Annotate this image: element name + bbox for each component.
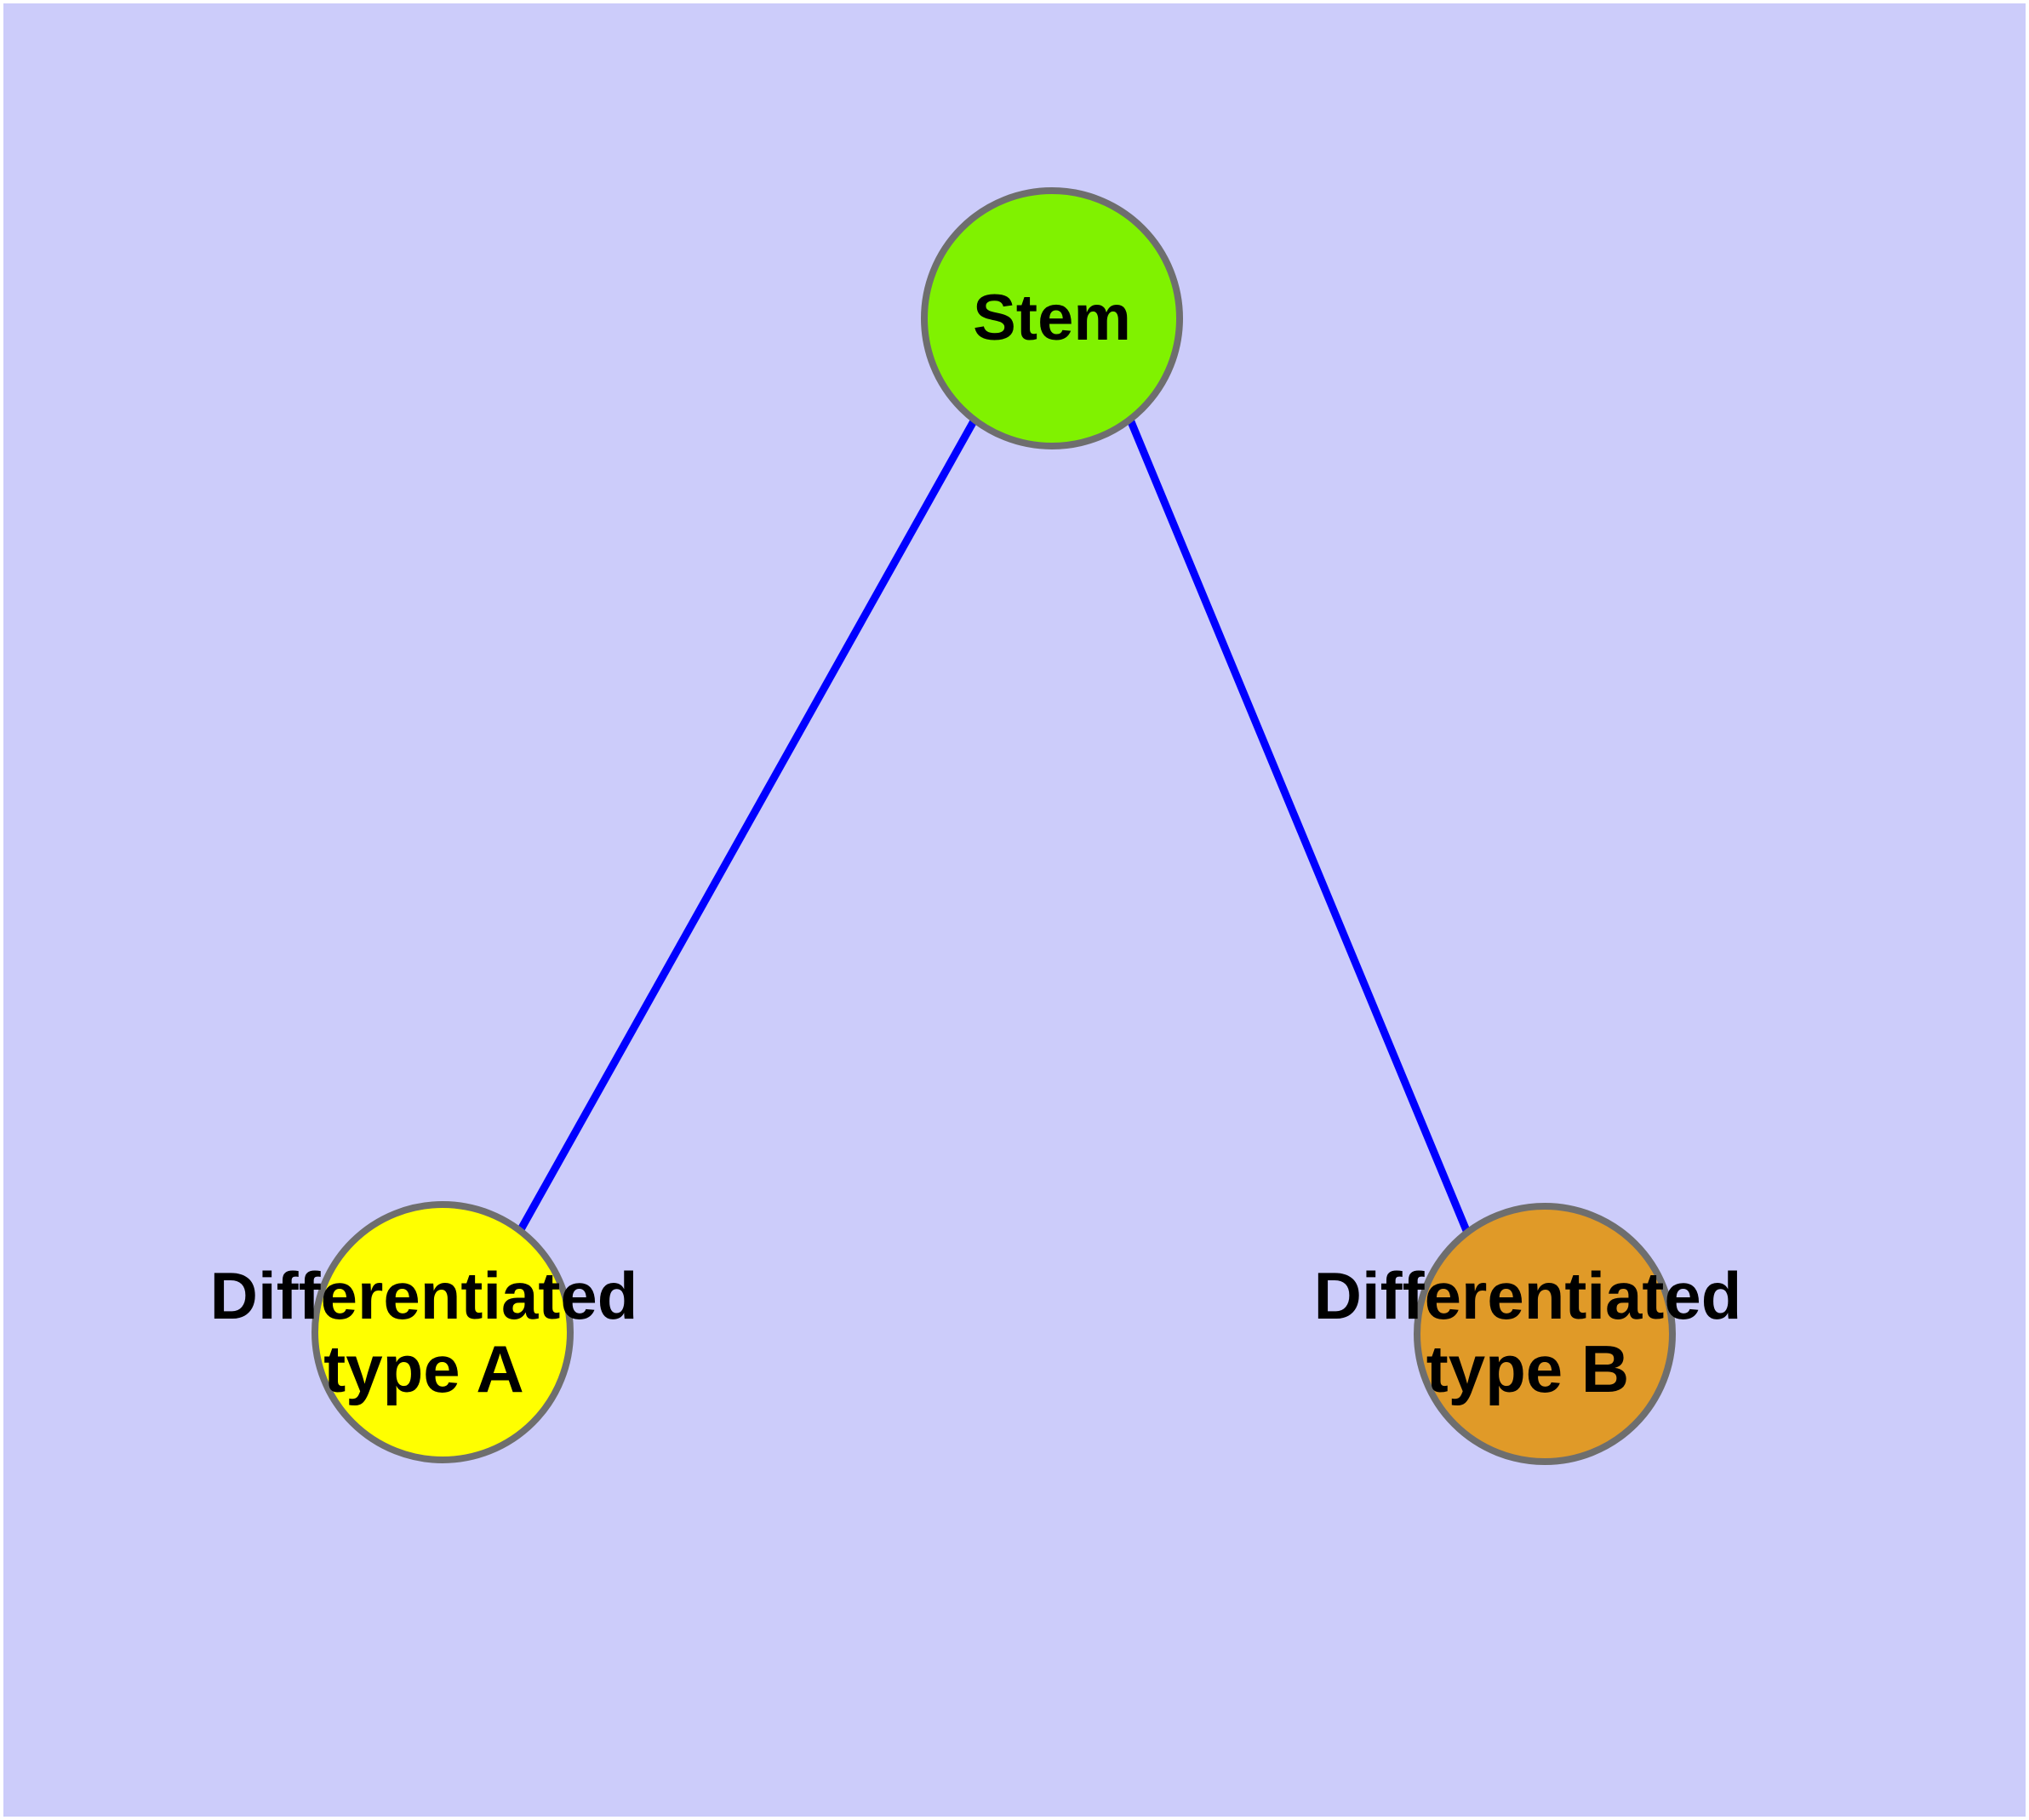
graph-svg xyxy=(311,187,1676,1465)
node-layer xyxy=(311,187,1676,1465)
edge-stem-to-diff-a xyxy=(517,417,978,1233)
node-stem[interactable] xyxy=(921,187,1183,449)
node-differentiated-type-b[interactable] xyxy=(1414,1203,1676,1465)
node-differentiated-type-a[interactable] xyxy=(311,1201,574,1463)
edge-layer xyxy=(517,417,1472,1234)
edge-stem-to-diff-b xyxy=(1126,418,1472,1234)
